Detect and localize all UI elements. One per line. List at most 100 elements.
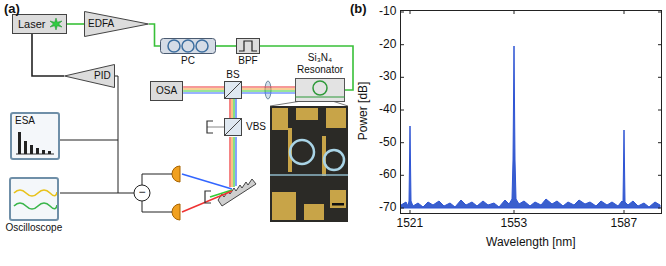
- cube-body: [225, 119, 242, 136]
- wire: [108, 76, 118, 193]
- node-label: Laser: [18, 18, 46, 30]
- photodetector: [172, 166, 180, 182]
- bpf-art: [236, 38, 260, 54]
- node-label: VBS: [246, 121, 266, 133]
- wire: [142, 174, 172, 185]
- connector: [242, 87, 295, 93]
- node-label: PC: [181, 55, 195, 67]
- beam: [183, 90, 224, 91]
- cube-art: [224, 81, 242, 99]
- wire: [60, 140, 118, 141]
- tick-label: -30: [379, 70, 396, 84]
- fiber-loop: [168, 40, 180, 52]
- osa-box: OSA: [150, 81, 183, 101]
- connector: [67, 24, 84, 25]
- subtractor: [134, 185, 150, 201]
- variable-beam-splitter: VBS: [224, 118, 266, 136]
- gold-pad: [272, 192, 296, 220]
- ring-resonator: [324, 150, 344, 170]
- node-label: ESA: [15, 115, 35, 127]
- pid-controller: PID: [64, 64, 115, 88]
- polarization-controller-shape: [160, 38, 216, 54]
- node-label: Si₃N₄ Resonator: [292, 52, 348, 76]
- beam: [183, 92, 224, 93]
- triangle-outline: [85, 12, 149, 37]
- oscilloscope-screen-shape: [9, 177, 59, 221]
- filter-body: [237, 39, 260, 54]
- axis-title: Power [dB]: [357, 82, 371, 141]
- bandpass-filter-shape: [236, 38, 260, 54]
- tick-label: -50: [379, 136, 396, 150]
- fiber-loop: [196, 40, 208, 52]
- wire: [60, 193, 134, 194]
- resonator-chip-shape: [295, 78, 345, 102]
- laser-star-shape: [50, 18, 62, 30]
- tick-label: -20: [379, 38, 396, 52]
- connector: [216, 46, 236, 47]
- tick-label: -70: [379, 201, 396, 215]
- tick-label: 1553: [501, 217, 528, 231]
- connector: [32, 34, 64, 76]
- photodetector: [172, 204, 180, 220]
- gold-pad: [330, 190, 346, 208]
- laser-box: Laser: [12, 14, 67, 34]
- pc-art: [160, 38, 216, 54]
- fiber-loop: [182, 40, 194, 52]
- tick-label: 1587: [611, 217, 638, 231]
- beam-dump: [205, 191, 211, 203]
- chip-body: [296, 79, 345, 102]
- spectrum-bar: [48, 151, 51, 154]
- tick-label: -60: [379, 168, 396, 182]
- fiber-line: [149, 24, 160, 46]
- beam: [231, 99, 232, 118]
- fiber-line: [32, 34, 64, 76]
- node-label: OSA: [156, 85, 177, 97]
- cube-body: [225, 82, 242, 99]
- fiber-line: [216, 45, 236, 47]
- esa-screen: ESA: [10, 112, 60, 160]
- beam: [242, 88, 295, 89]
- ring-resonator: [313, 81, 327, 95]
- beam: [182, 191, 232, 212]
- gold-pad: [326, 108, 346, 128]
- beam: [242, 90, 295, 91]
- oscilloscope-screen: Oscilloscope: [6, 177, 63, 234]
- passband-symbol: [239, 41, 257, 51]
- spectrum-trace: [401, 46, 660, 208]
- scale-bar: [332, 203, 344, 206]
- scope-art: [11, 179, 57, 219]
- ring-resonator: [290, 140, 314, 164]
- beam: [183, 88, 224, 89]
- connector: [230, 99, 236, 118]
- controller-body: [161, 39, 216, 54]
- beam: [207, 127, 224, 128]
- gold-pad: [304, 204, 324, 220]
- trace: [14, 190, 57, 196]
- gold-pad: [272, 108, 288, 130]
- spectrum-bar: [18, 132, 21, 154]
- spectrum-bar: [30, 145, 33, 154]
- bandpass-filter: BPF: [236, 38, 260, 67]
- subtract-sign: −: [139, 186, 146, 200]
- node-label: Oscilloscope: [6, 222, 63, 234]
- beam: [235, 99, 236, 118]
- beam: [183, 86, 224, 87]
- lens: [265, 81, 271, 99]
- node-label: PID: [94, 70, 111, 82]
- beam-dump: [207, 121, 213, 133]
- tick-label: -40: [379, 103, 396, 117]
- variable-beam-splitter-shape: [224, 118, 242, 136]
- tick-label: -10: [379, 5, 396, 19]
- spectrum-bar: [36, 148, 39, 154]
- polarization-controller: PC: [160, 38, 216, 67]
- fiber-line: [67, 23, 84, 25]
- bus-waveguide: [270, 174, 348, 176]
- resonator-chip: Si₃N₄ Resonator: [292, 52, 348, 102]
- trace: [14, 203, 57, 209]
- node-label: BS: [226, 69, 239, 81]
- beam: [231, 137, 232, 187]
- tick-label: 1521: [397, 217, 424, 231]
